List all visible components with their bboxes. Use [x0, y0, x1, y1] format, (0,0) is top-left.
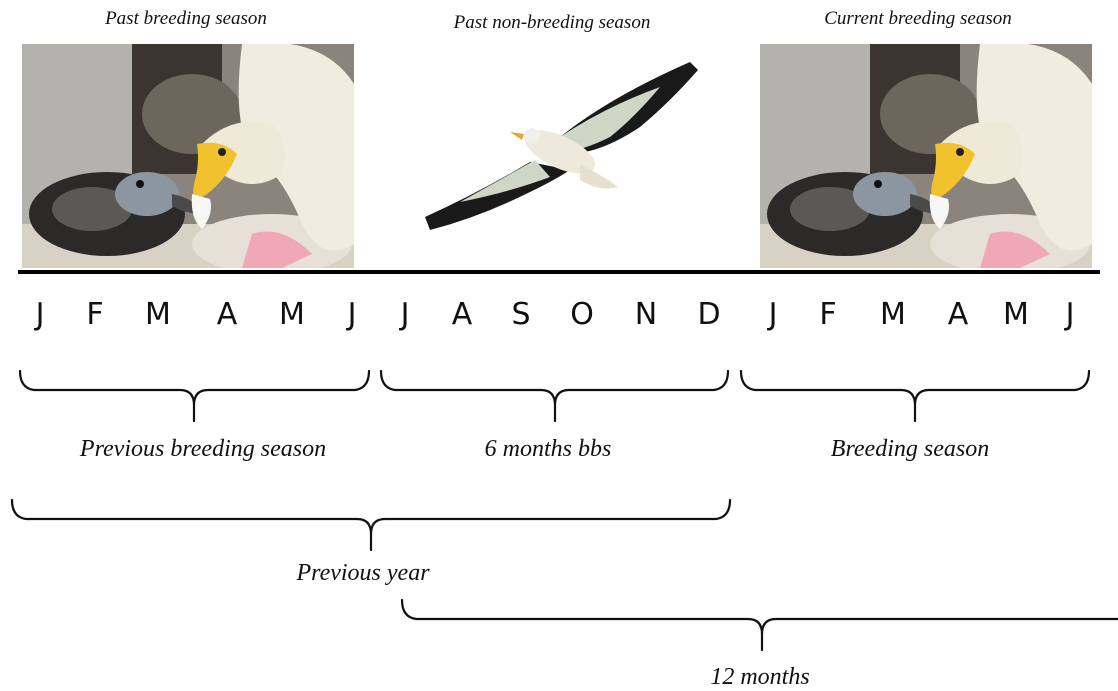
label-previous-year: Previous year	[296, 560, 429, 587]
month-label: M	[880, 300, 906, 330]
caption-past-breeding: Past breeding season	[105, 8, 267, 30]
vulture-feeding-chick-photo-right	[760, 44, 1092, 268]
brace-previous-breeding	[20, 371, 369, 421]
month-label: M	[145, 300, 171, 330]
month-label: M	[279, 300, 305, 330]
month-label: F	[86, 300, 103, 330]
month-label: F	[819, 300, 836, 330]
month-label: A	[452, 300, 473, 330]
flying-vulture-image	[410, 52, 710, 252]
caption-current-breeding: Current breeding season	[824, 8, 1012, 30]
caption-past-non-breeding: Past non-breeding season	[454, 12, 651, 34]
month-label: D	[697, 300, 720, 330]
brace-breeding	[741, 371, 1089, 421]
month-label: J	[1066, 300, 1075, 330]
month-label: J	[348, 300, 357, 330]
brace-previous-year	[12, 500, 730, 550]
brace-six-months	[381, 371, 728, 421]
month-label: M	[1003, 300, 1029, 330]
vulture-feeding-chick-photo-left	[22, 44, 354, 268]
month-label: O	[570, 300, 594, 330]
month-label: J	[36, 300, 45, 330]
month-label: N	[635, 300, 657, 330]
label-previous-breeding-season: Previous breeding season	[80, 436, 326, 463]
month-label: J	[401, 300, 410, 330]
label-twelve-months: 12 months	[710, 664, 809, 691]
month-label: J	[769, 300, 778, 330]
label-six-months-bbs: 6 months bbs	[485, 436, 612, 463]
label-breeding-season: Breeding season	[831, 436, 989, 463]
month-label: A	[217, 300, 238, 330]
timeline-line	[18, 270, 1100, 274]
month-label: S	[511, 300, 530, 330]
month-label: A	[948, 300, 969, 330]
brace-twelve-months	[402, 600, 1118, 650]
